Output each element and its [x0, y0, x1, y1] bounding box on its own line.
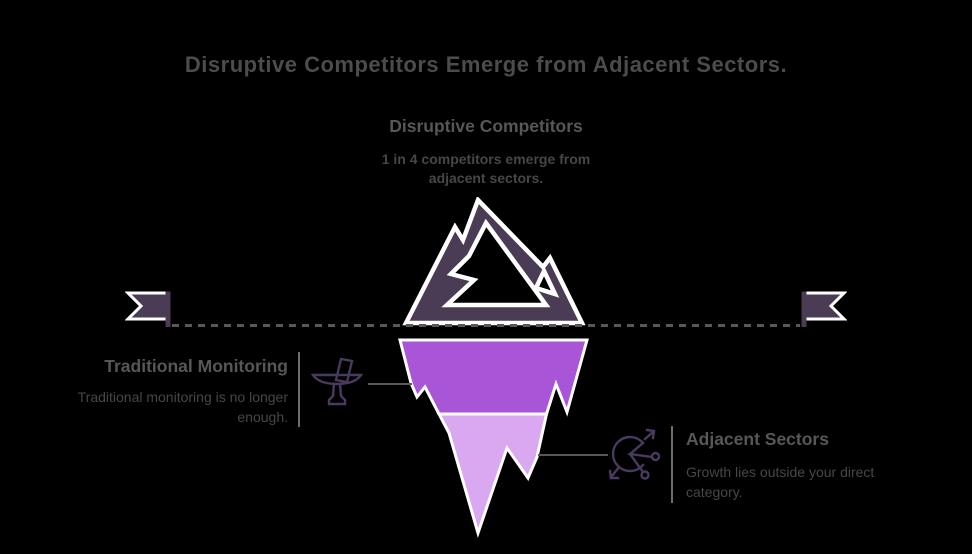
periscope-head	[334, 357, 354, 384]
pivot-branch-line	[628, 452, 645, 474]
flag-pole	[165, 291, 171, 327]
waterline-flag-right-icon	[801, 291, 847, 327]
pivot-wedge	[627, 441, 654, 459]
pivot-node-right	[650, 451, 661, 462]
iceberg-light-layer	[436, 412, 549, 538]
left-connector-line	[368, 383, 412, 385]
flag-body	[125, 291, 169, 321]
left-section-heading: Traditional Monitoring	[104, 356, 288, 376]
periscope-dish	[311, 373, 363, 386]
periscope-icon	[311, 357, 363, 406]
waterline-dashed	[172, 324, 800, 327]
flag-pole	[801, 291, 807, 327]
top-section-heading: Disruptive Competitors	[389, 116, 583, 136]
right-divider	[671, 426, 673, 503]
pivot-arrows-icon	[608, 428, 661, 480]
right-section-body: Growth lies outside your direct category…	[686, 464, 875, 500]
flag-body	[803, 291, 847, 321]
page-title: Disruptive Competitors Emerge from Adjac…	[184, 52, 788, 77]
pivot-node-bottom	[640, 470, 650, 480]
waterline-flag-left-icon	[125, 291, 171, 327]
pivot-circle-arc	[611, 435, 645, 473]
right-connector-line	[538, 454, 608, 456]
mountain-peak-icon	[402, 197, 586, 326]
left-section-body: Traditional monitoring is no longer enou…	[77, 389, 288, 425]
top-section-body: 1 in 4 competitors emerge from adjacent …	[381, 151, 591, 186]
mountain-path	[402, 197, 586, 326]
submerged-iceberg	[398, 338, 589, 538]
periscope-stand	[327, 382, 347, 406]
left-divider	[298, 352, 300, 427]
pivot-arrow-in	[608, 465, 621, 480]
right-section-heading: Adjacent Sectors	[686, 429, 829, 449]
pivot-arrow-out	[643, 428, 656, 441]
iceberg-mid-layer	[398, 338, 589, 417]
